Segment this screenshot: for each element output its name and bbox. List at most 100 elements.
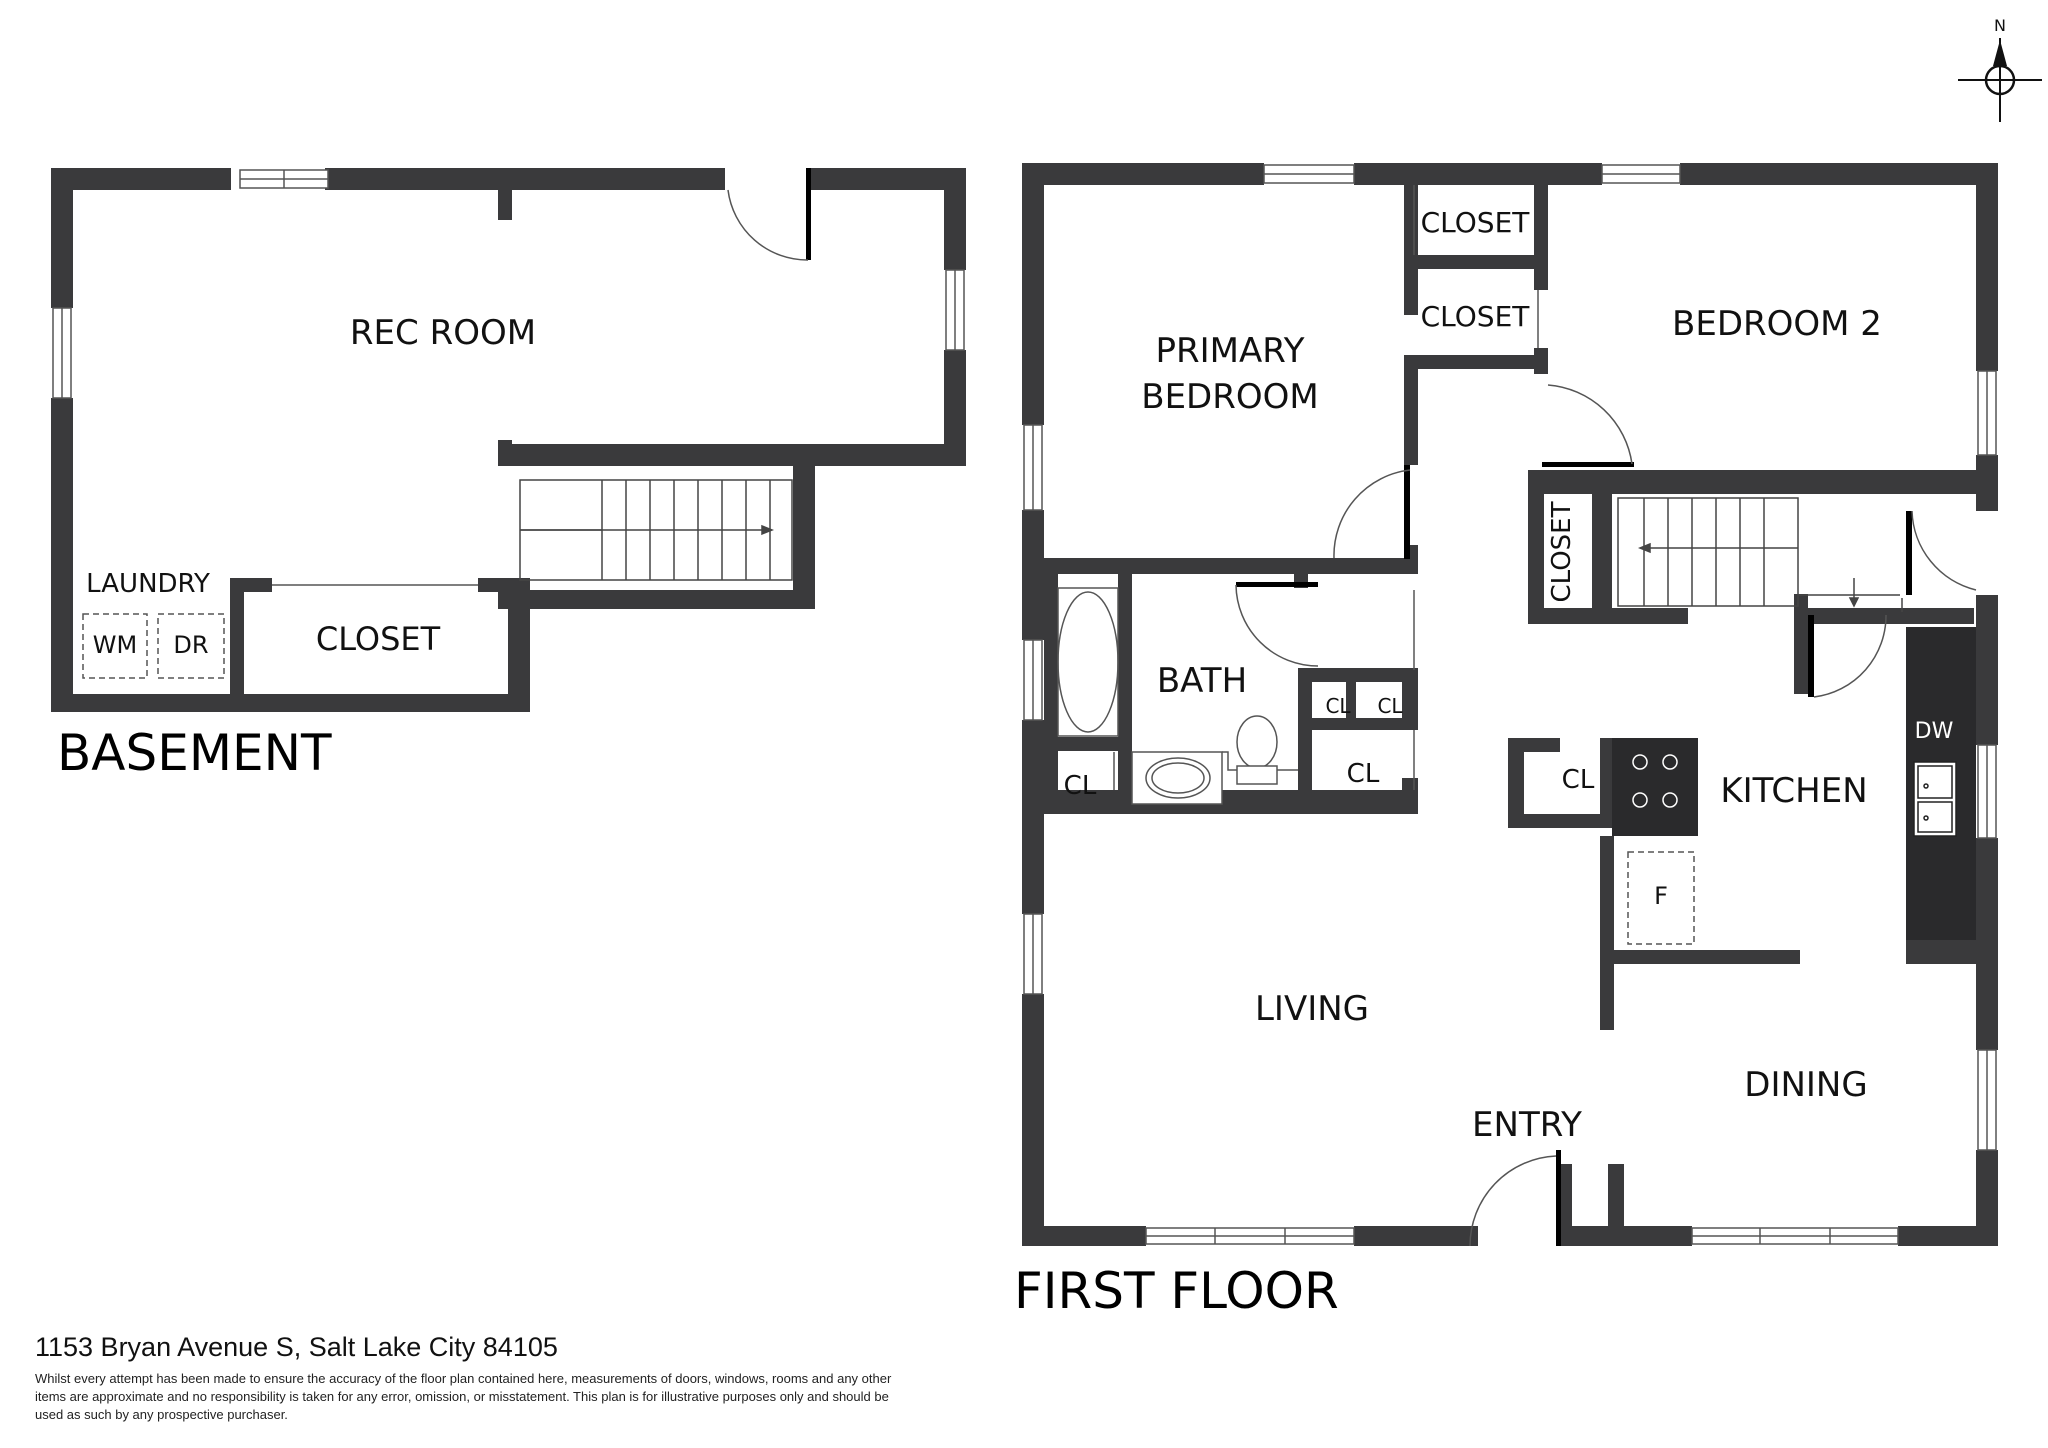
wall [1600, 950, 1800, 964]
wall [1118, 574, 1132, 800]
wall [1298, 718, 1418, 730]
door-swing [1333, 469, 1411, 559]
room-label-living: LIVING [1255, 989, 1369, 1029]
first-floor-title: FIRST FLOOR [1014, 1262, 1339, 1320]
door [1906, 511, 1912, 595]
property-address: 1153 Bryan Avenue S, Salt Lake City 8410… [35, 1332, 558, 1362]
wall [1976, 1150, 1998, 1246]
wall [498, 190, 512, 220]
wall [1044, 558, 1418, 574]
wall [1354, 1226, 1478, 1246]
wall [944, 168, 966, 270]
dryer-icon [157, 613, 225, 679]
wall [1906, 940, 1976, 964]
wall [1022, 163, 1044, 425]
wall [1404, 255, 1546, 269]
dishwasher-label: DW [1915, 719, 1954, 744]
wall [808, 168, 966, 190]
kitchen-sink-icon [1913, 761, 1957, 837]
door-swing [1469, 1155, 1557, 1247]
wall [498, 444, 966, 466]
wall [1022, 163, 1264, 185]
fridge-icon [1627, 851, 1695, 945]
wall [508, 578, 530, 712]
wall [1508, 814, 1612, 828]
room-label-cl-hall: CL [1347, 759, 1380, 789]
wall [793, 444, 815, 609]
door [1808, 615, 1814, 697]
basement-labels: REC ROOM LAUNDRY CLOSET WM DR BASEMENT [57, 313, 536, 782]
wall [1298, 668, 1312, 804]
wall [1402, 668, 1418, 718]
basement-title: BASEMENT [57, 724, 332, 782]
wall [230, 578, 272, 592]
wall [944, 350, 966, 466]
wall [1528, 470, 1998, 494]
wall [1534, 185, 1548, 290]
wall [1354, 163, 1602, 185]
wall [1528, 494, 1544, 624]
room-label-hall-closet: CLOSET [1547, 501, 1577, 602]
wall [1976, 595, 1998, 745]
room-label-rec-room: REC ROOM [350, 313, 536, 353]
wall [1404, 355, 1548, 369]
wall [1508, 738, 1524, 828]
room-label-primary-bedroom-line1: PRIMARY [1156, 331, 1305, 371]
disclaimer-text: Whilst every attempt has been made to en… [35, 1371, 892, 1422]
door [1404, 465, 1410, 559]
wall [51, 168, 73, 308]
wall [1022, 510, 1044, 640]
wall [1680, 163, 1998, 185]
fridge-label: F [1654, 882, 1668, 910]
room-label-dining: DINING [1744, 1065, 1867, 1105]
wall [1794, 594, 1808, 694]
room-label-closet: CLOSET [316, 620, 441, 658]
sink-counter [1131, 751, 1223, 805]
door-swing [1235, 584, 1319, 667]
wall [478, 578, 530, 592]
basement-plan [51, 168, 966, 712]
wall [1044, 800, 1418, 814]
wall [1794, 608, 1974, 624]
wall [1600, 738, 1612, 828]
room-label-entry: ENTRY [1472, 1105, 1582, 1145]
room-label-closet-lower: CLOSET [1421, 300, 1531, 333]
door [1556, 1150, 1561, 1246]
stove-icon [1612, 738, 1698, 836]
room-label-closet-upper: CLOSET [1421, 206, 1531, 239]
first-floor-labels: PRIMARY BEDROOM CLOSET CLOSET BEDROOM 2 … [1014, 206, 1954, 1320]
room-label-primary-bedroom-line2: BEDROOM [1141, 377, 1318, 417]
wall [1044, 737, 1118, 751]
wall [1298, 668, 1418, 682]
wall [1404, 355, 1418, 465]
wall [1508, 738, 1560, 752]
door [806, 168, 811, 260]
wall [1022, 994, 1044, 1246]
room-label-bath: BATH [1157, 661, 1247, 701]
toilet-tank [1236, 765, 1278, 785]
room-label-cl-kitchen: CL [1562, 765, 1595, 795]
wall [498, 590, 815, 609]
wall [1022, 1226, 1146, 1246]
wall [325, 168, 725, 190]
door-swing [1911, 510, 1977, 591]
compass-north-label: N [1994, 16, 2006, 35]
room-label-cl-small-1: CL [1325, 694, 1351, 718]
door-swing [727, 189, 809, 261]
wall [1404, 185, 1418, 263]
wall [1346, 682, 1356, 722]
wall [1402, 778, 1418, 814]
bathtub-basin [1057, 591, 1119, 733]
washer-label: WM [93, 631, 137, 659]
wall [1592, 494, 1612, 608]
wall [51, 398, 73, 712]
washer-icon [82, 613, 148, 679]
room-label-kitchen: KITCHEN [1720, 771, 1867, 811]
wall [1528, 608, 1688, 624]
wall [51, 168, 231, 190]
first-floor-stairs [1617, 497, 1903, 612]
wall [1898, 1226, 1998, 1246]
toilet-icon [1236, 715, 1278, 769]
basement-stairs [519, 479, 793, 581]
